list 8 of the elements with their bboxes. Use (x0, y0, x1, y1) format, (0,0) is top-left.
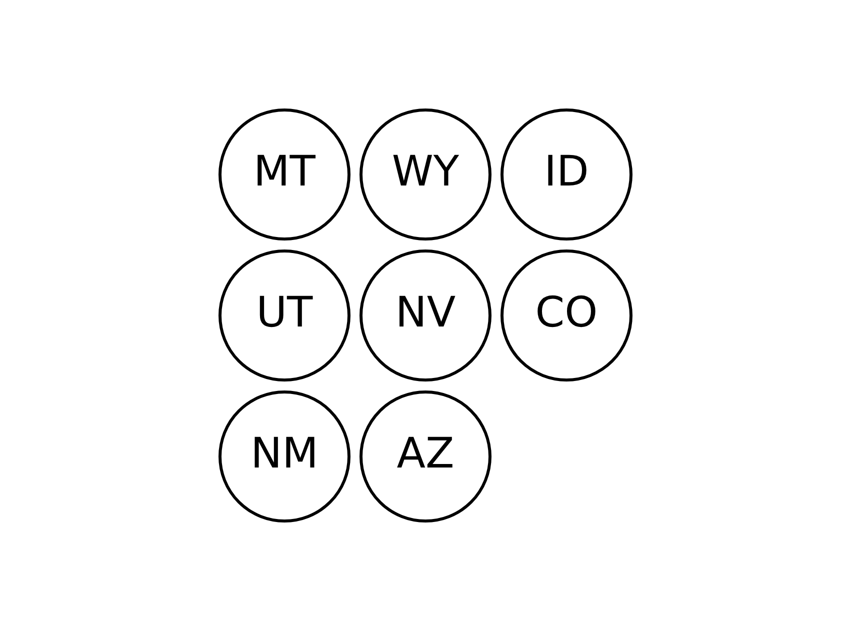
node-circle: NM (218, 390, 350, 522)
node-circle: WY (359, 108, 491, 240)
node-circle: UT (218, 249, 350, 381)
node-circle: NV (359, 249, 491, 381)
node-circle: MT (218, 108, 350, 240)
node-circle: AZ (359, 390, 491, 522)
node-circle: ID (500, 108, 632, 240)
node-circle: CO (500, 249, 632, 381)
